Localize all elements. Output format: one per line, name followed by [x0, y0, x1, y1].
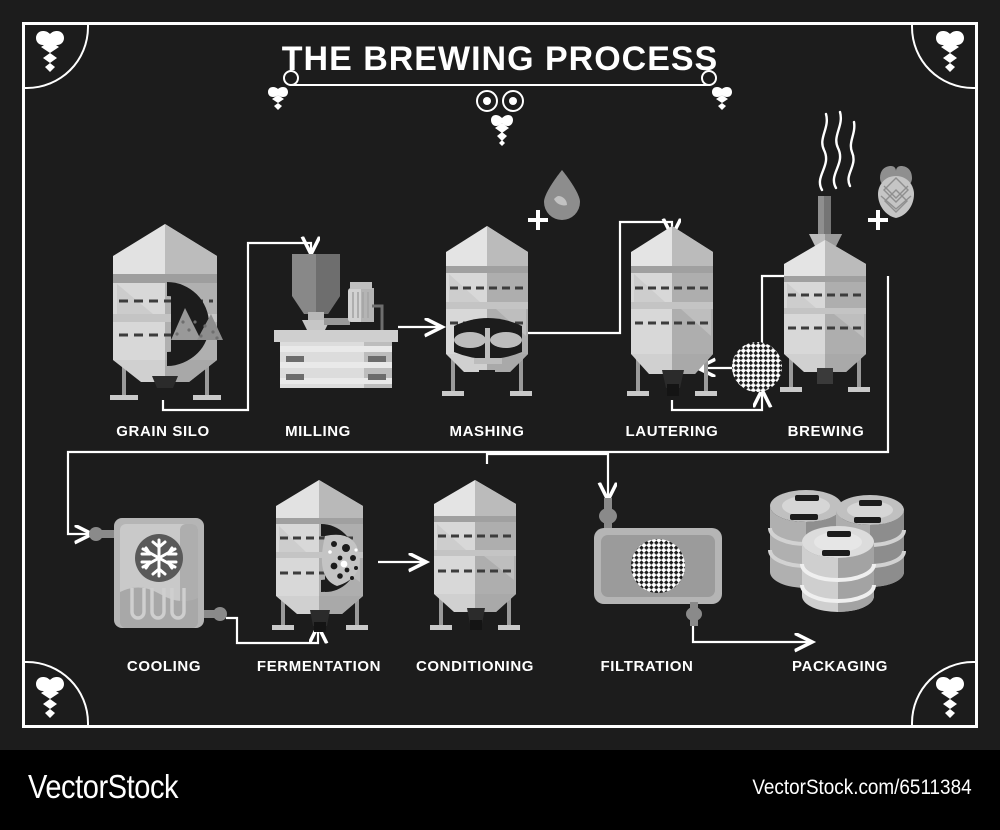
- title-ornament-dot-right: [509, 97, 517, 105]
- poster-title-block: THE BREWING PROCESS: [0, 42, 1000, 76]
- mill-icon: [272, 250, 400, 390]
- hop-cone-icon: [30, 674, 70, 722]
- stage-label-lautering: LAUTERING: [625, 423, 719, 440]
- title-divider-rule: [290, 84, 710, 86]
- brew-kettle-icon: [778, 196, 874, 402]
- plus-sign-water: [526, 208, 550, 232]
- lauter-tun-icon: [625, 224, 721, 404]
- poster-frame: [22, 22, 978, 728]
- filter-tank-icon: [592, 496, 724, 626]
- stage-label-mashing: MASHING: [449, 423, 525, 440]
- title-ornament-ring-center-right: [502, 90, 524, 112]
- steam-icon: [806, 104, 866, 194]
- title-ornament-ring-left: [283, 70, 299, 86]
- page-title: THE BREWING PROCESS: [281, 40, 719, 78]
- hop-cone-icon: [872, 164, 920, 222]
- stage-label-packaging: PACKAGING: [792, 658, 888, 675]
- grain-silo-icon: [105, 222, 230, 402]
- watermark-footer: VectorStock VectorStock.com/6511384: [0, 750, 1000, 830]
- mash-tun-icon: [440, 224, 536, 404]
- mesh-screen-icon: [731, 341, 783, 393]
- stage-label-grain-silo: GRAIN SILO: [116, 423, 210, 440]
- title-ornament-ring-right: [701, 70, 717, 86]
- stage-label-filtration: FILTRATION: [600, 658, 694, 675]
- conditioning-tank-icon: [428, 478, 524, 638]
- fermenter-icon: [268, 478, 372, 638]
- poster-canvas: THE BREWING PROCESS: [0, 0, 1000, 750]
- stage-label-brewing: BREWING: [787, 423, 865, 440]
- keg-stack-icon: [762, 484, 910, 620]
- stage-label-milling: MILLING: [285, 423, 351, 440]
- hop-cone-icon: [930, 674, 970, 722]
- plus-sign-hops: [866, 208, 890, 232]
- title-ornament-dot-left: [483, 97, 491, 105]
- hop-cone-icon: [30, 28, 70, 76]
- water-drop-icon: [541, 168, 583, 220]
- stage-label-fermentation: FERMENTATION: [256, 658, 382, 675]
- stage-label-conditioning: CONDITIONING: [415, 658, 535, 675]
- vectorstock-brand: VectorStock: [28, 768, 179, 805]
- hop-cone-icon: [265, 84, 291, 114]
- title-ornament-ring-center-left: [476, 90, 498, 112]
- hop-cone-icon: [930, 28, 970, 76]
- hop-cone-icon: [488, 112, 516, 146]
- heat-exchanger-icon: [88, 516, 228, 632]
- vectorstock-url-label: VectorStock.com/6511384: [752, 776, 972, 799]
- stage-label-cooling: COOLING: [126, 658, 202, 675]
- hop-cone-icon: [709, 84, 735, 114]
